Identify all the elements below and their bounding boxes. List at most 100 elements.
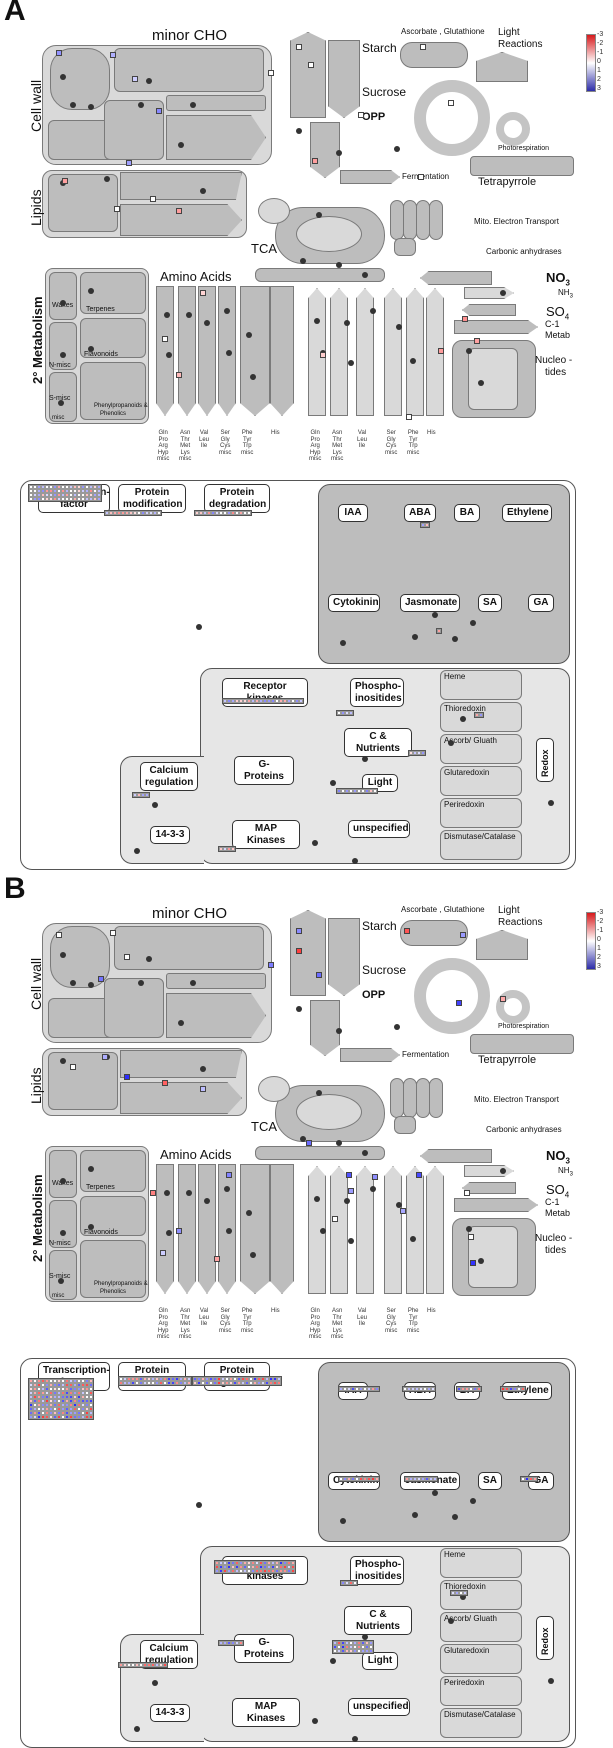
gene-dot (88, 288, 94, 294)
ascorb-gluath-label: Ascorb/ Gluath (444, 736, 497, 745)
amino-acid-label: Phe Tyr Trp misc (407, 430, 420, 456)
tca-loop (258, 198, 290, 224)
gene-dot (200, 188, 206, 194)
amino-acid-column (356, 1166, 374, 1294)
gene-square (268, 962, 274, 968)
gene-dot (336, 150, 342, 156)
expression-heatmap (456, 1386, 482, 1392)
amino-acid-label: His (271, 1308, 280, 1314)
gene-square (176, 208, 182, 214)
gene-square (416, 1172, 422, 1178)
light-reactions-label-1: Light (498, 27, 520, 38)
gene-square (332, 1216, 338, 1222)
amino-acid-column (330, 1166, 348, 1294)
amino-acid-column (406, 1166, 424, 1294)
expression-heatmap (218, 1640, 244, 1646)
amino-acid-label: Gln Pro Arg Hyp misc (309, 430, 322, 463)
ascorb-gluath-label: Ascorb/ Gluath (444, 1614, 497, 1623)
gene-dot (396, 324, 402, 330)
gene-dot (316, 1090, 322, 1096)
amino-acid-column (330, 288, 348, 416)
n-misc-block (49, 1200, 77, 1248)
mito-electron-label: Mito. Electron Transport (474, 1095, 559, 1104)
gene-square (56, 932, 62, 938)
gene-dot (246, 1210, 252, 1216)
cell-wall-center-block (104, 978, 164, 1038)
map-kinases-label: MAP Kinases (232, 820, 300, 849)
gene-dot (344, 1198, 350, 1204)
fermentation-label: Fermentation (402, 1050, 450, 1059)
n-misc-label: N-misc (49, 362, 71, 369)
gene-dot (412, 1512, 418, 1518)
legend-tick: -3 (597, 31, 604, 38)
expression-heatmap (222, 698, 304, 704)
ascorb-gluath-box (440, 1612, 522, 1642)
phenylpropanoids-label-1: Phenylpropanoids & (94, 403, 148, 409)
gene-square (306, 1140, 312, 1146)
amino-acid-column (270, 286, 294, 416)
gene-dot (196, 1502, 202, 1508)
gene-square (418, 174, 424, 180)
sucrose-label: Sucrose (362, 85, 407, 99)
gene-square (468, 1234, 474, 1240)
amino-acid-column (384, 288, 402, 416)
gene-dot (548, 1678, 554, 1684)
minor-cho-block (114, 48, 264, 92)
calcium-regulation-label: Calcium regulation (140, 762, 198, 791)
misc-label: misc (52, 1293, 65, 1299)
expression-heatmap (28, 484, 102, 502)
gene-dot (226, 1228, 232, 1234)
gene-square (226, 1172, 232, 1178)
photorespiration-label: Photorespiration (498, 145, 549, 152)
amino-acid-column (198, 1164, 216, 1294)
tca-label: TCA (251, 241, 277, 256)
gene-square (404, 928, 410, 934)
gene-square (460, 932, 466, 938)
legend-tick: 1 (597, 67, 601, 74)
gene-dot (250, 1252, 256, 1258)
amino-acid-label: Gln Pro Arg Hyp misc (309, 1308, 322, 1341)
amino-acid-label: Asn Thr Met Lys misc (331, 1308, 344, 1341)
amino-acid-bar (255, 1146, 385, 1160)
ga-label: GA (528, 594, 554, 612)
gene-square (420, 44, 426, 50)
legend-tick: -2 (597, 40, 604, 47)
gene-dot (296, 1006, 302, 1012)
expression-heatmap (192, 1376, 282, 1386)
gene-square (456, 1000, 462, 1006)
legend-tick: -1 (597, 927, 604, 934)
lipids-block-left (48, 174, 118, 232)
legend-tick: 3 (597, 963, 601, 970)
amino-acid-label: Phe Tyr Trp misc (407, 1308, 420, 1334)
peroxiredoxin-box (440, 798, 522, 828)
amino-acid-label: Ser Gly Cys misc (219, 430, 232, 456)
light-reactions-label-2: Reactions (498, 39, 543, 50)
gene-dot (224, 1186, 230, 1192)
legend-tick: 2 (597, 76, 601, 83)
flavonoids-label: Flavonoids (84, 351, 118, 358)
cytokinin-label: Cytokinin (328, 594, 380, 612)
heme-label: Heme (444, 1550, 466, 1559)
ascorbate-block (400, 920, 468, 946)
nucleotides-label-1: Nucleo - (535, 1233, 573, 1244)
jasmonate-label: Jasmonate (400, 594, 460, 612)
dismutase-box (440, 830, 522, 860)
opp-label: OPP (362, 111, 386, 123)
legend-tick: 2 (597, 954, 601, 961)
thioredoxin-label: Thioredoxin (444, 704, 486, 713)
unspecified-label: unspecified (348, 1698, 410, 1716)
expression-heatmap (520, 1476, 538, 1482)
protein-degradation-label: Protein degradation (204, 484, 270, 513)
calvin-cycle (414, 80, 490, 156)
light-signalling-label: Light (362, 774, 398, 792)
redox-label: Redox (540, 1627, 550, 1655)
gene-square (160, 1250, 166, 1256)
tca-inner (296, 216, 362, 252)
gene-dot (200, 1066, 206, 1072)
map-kinases-label: MAP Kinases (232, 1698, 300, 1727)
ascorb-gluath-box (440, 734, 522, 764)
glutaredoxin-label: Glutaredoxin (444, 1646, 490, 1655)
gene-dot (166, 352, 172, 358)
gene-square (62, 178, 68, 184)
amino-acid-label: Asn Thr Met Lys misc (179, 1308, 192, 1341)
